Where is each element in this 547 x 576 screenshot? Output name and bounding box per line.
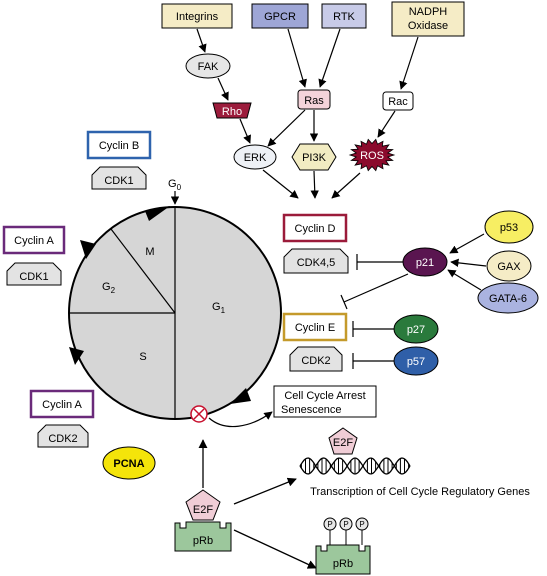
- erk-node: ERK: [233, 144, 277, 170]
- transcription-label: Transcription of Cell Cycle Regulatory G…: [310, 486, 530, 498]
- integrins-box: Integrins: [161, 3, 233, 29]
- cyclin-d-group: Cyclin D CDK4,5: [282, 213, 349, 274]
- cdk2-a-label: CDK2: [48, 433, 77, 445]
- cyclin-e-group: Cyclin E CDK2: [282, 312, 348, 372]
- arrest-line1: Cell Cycle Arrest: [284, 390, 365, 402]
- pcna-node: PCNA: [102, 446, 156, 480]
- p57-node: p57: [393, 346, 439, 376]
- phos1-label: P: [327, 520, 332, 529]
- p53-node: p53: [484, 210, 534, 244]
- inhibition-lines: [340, 233, 487, 369]
- cell-cycle-circle: [68, 206, 282, 420]
- nadph-oxidase-box: NADPH Oxidase: [391, 1, 465, 37]
- fak-label: FAK: [198, 61, 219, 73]
- ras-node: Ras: [297, 89, 331, 110]
- gax-label: GAX: [497, 261, 521, 273]
- cdk1-b-label: CDK1: [104, 175, 133, 187]
- prb-phos-label: pRb: [333, 558, 353, 570]
- rac-node: Rac: [382, 91, 414, 111]
- cdk45-label: CDK4,5: [297, 257, 336, 269]
- cyclin-a-s-group: Cyclin A CDK2: [29, 389, 95, 448]
- pi3k-label: PI3K: [302, 152, 327, 164]
- e2f-free-label: E2F: [333, 437, 353, 449]
- p21-label: p21: [416, 257, 434, 269]
- rtk-label: RTK: [333, 11, 355, 23]
- phos2-label: P: [343, 520, 348, 529]
- cyclin-b-group: Cyclin B CDK1: [86, 130, 152, 190]
- phospho-prb: P P P pRb: [315, 517, 371, 575]
- cyclin-b-label: Cyclin B: [99, 140, 139, 152]
- ros-node: ROS: [348, 138, 396, 172]
- p53-label: p53: [500, 222, 518, 234]
- e2f-to-transcription-arrow: [233, 477, 297, 505]
- e2f-prb-complex: E2F pRb: [174, 489, 232, 552]
- rho-node: Rho: [212, 102, 252, 119]
- p57-label: p57: [407, 356, 425, 368]
- erk-label: ERK: [244, 152, 267, 164]
- arrest-box: Cell Cycle Arrest Senescence: [273, 385, 377, 418]
- prb-label: pRb: [193, 535, 213, 547]
- cdk1-a-label: CDK1: [19, 271, 48, 283]
- gata6-node: GATA-6: [477, 282, 539, 314]
- oxidase-label: Oxidase: [408, 20, 448, 32]
- p21-node: p21: [402, 247, 448, 277]
- g0-label: G0: [168, 178, 182, 192]
- gata6-label: GATA-6: [489, 293, 527, 305]
- p27-label: p27: [407, 324, 425, 336]
- s-phase-label: S: [139, 351, 146, 363]
- signaling-arrows: [196, 28, 419, 199]
- arrest-line2: Senescence: [281, 404, 342, 416]
- phos3-label: P: [359, 520, 364, 529]
- m-phase-label: M: [145, 246, 154, 258]
- block-icon: [190, 405, 208, 423]
- pi3k-node: PI3K: [291, 143, 337, 171]
- e2f-bound-label: E2F: [193, 504, 213, 516]
- g1-label: G1: [212, 301, 226, 315]
- rac-label: Rac: [388, 96, 408, 108]
- rtk-box: RTK: [321, 3, 367, 29]
- cycle-arrowheads: [69, 206, 251, 404]
- ros-label: ROS: [360, 150, 384, 162]
- integrins-label: Integrins: [176, 11, 219, 23]
- cyclin-a-s-label: Cyclin A: [42, 399, 82, 411]
- cyclin-d-label: Cyclin D: [295, 223, 336, 235]
- cdk2-e-label: CDK2: [301, 355, 330, 367]
- fak-node: FAK: [185, 53, 231, 79]
- nadph-label: NADPH: [409, 6, 448, 18]
- gpcr-label: GPCR: [264, 11, 296, 23]
- rho-label: Rho: [222, 106, 242, 118]
- gpcr-box: GPCR: [251, 3, 309, 29]
- p27-node: p27: [393, 314, 439, 344]
- e2f-free-node: E2F: [328, 427, 358, 455]
- g2-label: G2: [102, 281, 116, 295]
- cyclin-a-g2-group: Cyclin A CDK1: [2, 225, 66, 286]
- arrest-arrow: [208, 411, 273, 428]
- cyclin-e-label: Cyclin E: [295, 322, 335, 334]
- ras-label: Ras: [304, 95, 324, 107]
- dna-helix-icon: [299, 457, 411, 475]
- pcna-label: PCNA: [113, 458, 144, 470]
- cyclin-a-g2-label: Cyclin A: [14, 235, 54, 247]
- gax-node: GAX: [486, 250, 532, 282]
- prb-phosphorylation-arrow: [233, 529, 317, 569]
